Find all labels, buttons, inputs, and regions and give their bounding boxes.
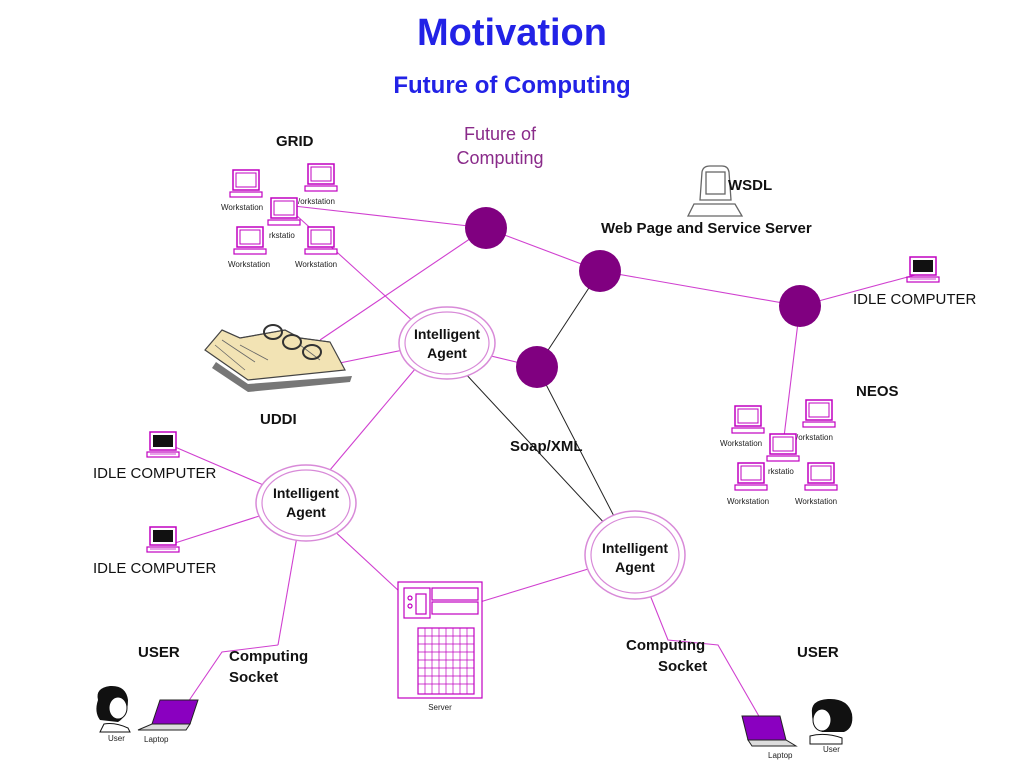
link-node3-neos: [782, 305, 801, 446]
workstation-label: rkstatio: [269, 231, 295, 240]
user-small-label: User: [108, 734, 125, 743]
user-label-left: USER: [138, 644, 180, 661]
workstation-icon: [804, 462, 838, 491]
network-node: [579, 250, 621, 292]
idle-computer-icon: [146, 526, 180, 553]
agent-label-line2: Agent: [615, 559, 655, 575]
web-server-group: WSDL Web Page and Service Server: [601, 165, 812, 237]
idle-computer-label: IDLE COMPUTER: [93, 465, 217, 482]
agent-label-line1: Intelligent: [273, 485, 339, 501]
neos-cluster: NEOS Workstation /orkstation rkstatio Wo…: [720, 383, 899, 506]
network-nodes: [465, 207, 821, 388]
link-socket-laptop-left: [187, 644, 279, 703]
user-icon: [96, 685, 131, 733]
idle-computer-icon: [146, 431, 180, 458]
slide-subtitle: Future of Computing: [393, 72, 631, 99]
agent-label-line2: Agent: [427, 345, 467, 361]
workstation-icon: [267, 197, 301, 226]
workstation-icon: [731, 405, 765, 434]
socket-label-line2: Socket: [658, 658, 707, 675]
socket-label-line1: Computing: [229, 648, 308, 665]
workstation-icon: [229, 169, 263, 198]
wsdl-label: WSDL: [728, 177, 772, 194]
link-node1-uddi: [319, 227, 487, 341]
laptop-label: Laptop: [768, 751, 793, 760]
workstation-icon: [766, 433, 800, 462]
neos-label: NEOS: [856, 383, 899, 400]
workstation-label: /orkstation: [796, 433, 833, 442]
link-node2-node3: [599, 270, 801, 307]
intelligent-agent: Intelligent Agent: [255, 464, 357, 542]
workstation-label: Workstation: [295, 260, 337, 269]
uddi-label: UDDI: [260, 411, 297, 428]
workstation-icon: [233, 226, 267, 255]
workstation-label: Workstation: [795, 497, 837, 506]
socket-label-line2: Socket: [229, 669, 278, 686]
workstation-label: Workstation: [727, 497, 769, 506]
workstation-icon: [802, 399, 836, 428]
idle-computer-icon: [906, 256, 940, 283]
workstation-label: Workstation: [221, 203, 263, 212]
web-server-icon: [686, 165, 744, 217]
network-node: [779, 285, 821, 327]
grid-label: GRID: [276, 133, 314, 150]
socket-label-line1: Computing: [626, 637, 705, 654]
workstation-label: rkstatio: [768, 467, 794, 476]
slide-title: Motivation: [417, 12, 607, 54]
intelligent-agent: Intelligent Agent: [398, 306, 496, 380]
intelligent-agent: Intelligent Agent: [584, 510, 686, 600]
future-label-line2: Computing: [456, 148, 543, 168]
laptop-icon: [741, 715, 798, 747]
web-server-label: Web Page and Service Server: [601, 220, 812, 237]
workstation-icon: [734, 462, 768, 491]
laptop-label: Laptop: [144, 735, 169, 744]
server-icon: [397, 581, 483, 699]
soap-xml-label: Soap/XML: [510, 438, 583, 455]
user-small-label: User: [823, 745, 840, 754]
agent-label-line1: Intelligent: [602, 540, 668, 556]
workstation-label: /orkstation: [298, 197, 335, 206]
network-node: [516, 346, 558, 388]
link-lines: [174, 204, 916, 719]
laptop-icon: [137, 699, 199, 731]
uddi-book-icon: [204, 324, 352, 392]
grid-cluster: GRID Workstation /orkstation rkstatio Wo…: [221, 133, 338, 269]
idle-computer-label: IDLE COMPUTER: [853, 291, 977, 308]
network-node: [465, 207, 507, 249]
workstation-icon: [304, 163, 338, 192]
user-label-right: USER: [797, 644, 839, 661]
user-icon: [809, 698, 853, 745]
server-label: Server: [428, 703, 452, 712]
future-label-line1: Future of: [464, 124, 537, 144]
link-agent-agent3: [436, 342, 635, 556]
workstation-label: Workstation: [720, 439, 762, 448]
workstation-icon: [304, 226, 338, 255]
workstation-label: Workstation: [228, 260, 270, 269]
idle-computer-label: IDLE COMPUTER: [93, 560, 217, 577]
agent-label-line1: Intelligent: [414, 326, 480, 342]
agent-label-line2: Agent: [286, 504, 326, 520]
link-grid-node1: [284, 204, 487, 229]
